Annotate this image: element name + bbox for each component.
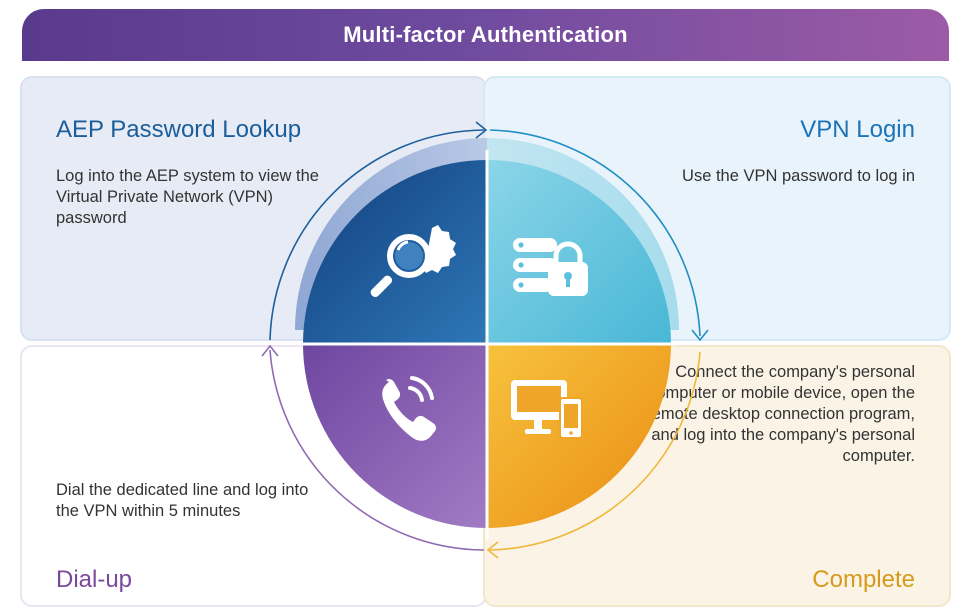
header-banner: Multi-factor Authentication — [22, 9, 949, 61]
step-title-complete: Complete — [812, 566, 915, 593]
step-title-aep-password-lookup: AEP Password Lookup — [56, 116, 302, 143]
step-title-vpn-login: VPN Login — [800, 116, 915, 143]
page-title: Multi-factor Authentication — [343, 22, 628, 47]
step-title-dial-up: Dial-up — [56, 566, 133, 593]
step-description-aep-password-lookup: Log into the AEP system to view the Virt… — [56, 167, 319, 227]
step-description-dial-up: Dial the dedicated line and log into the… — [56, 481, 309, 520]
step-description-complete: Connect the company's personal computer … — [646, 363, 915, 465]
step-description-vpn-login: Use the VPN password to log in — [682, 167, 915, 185]
